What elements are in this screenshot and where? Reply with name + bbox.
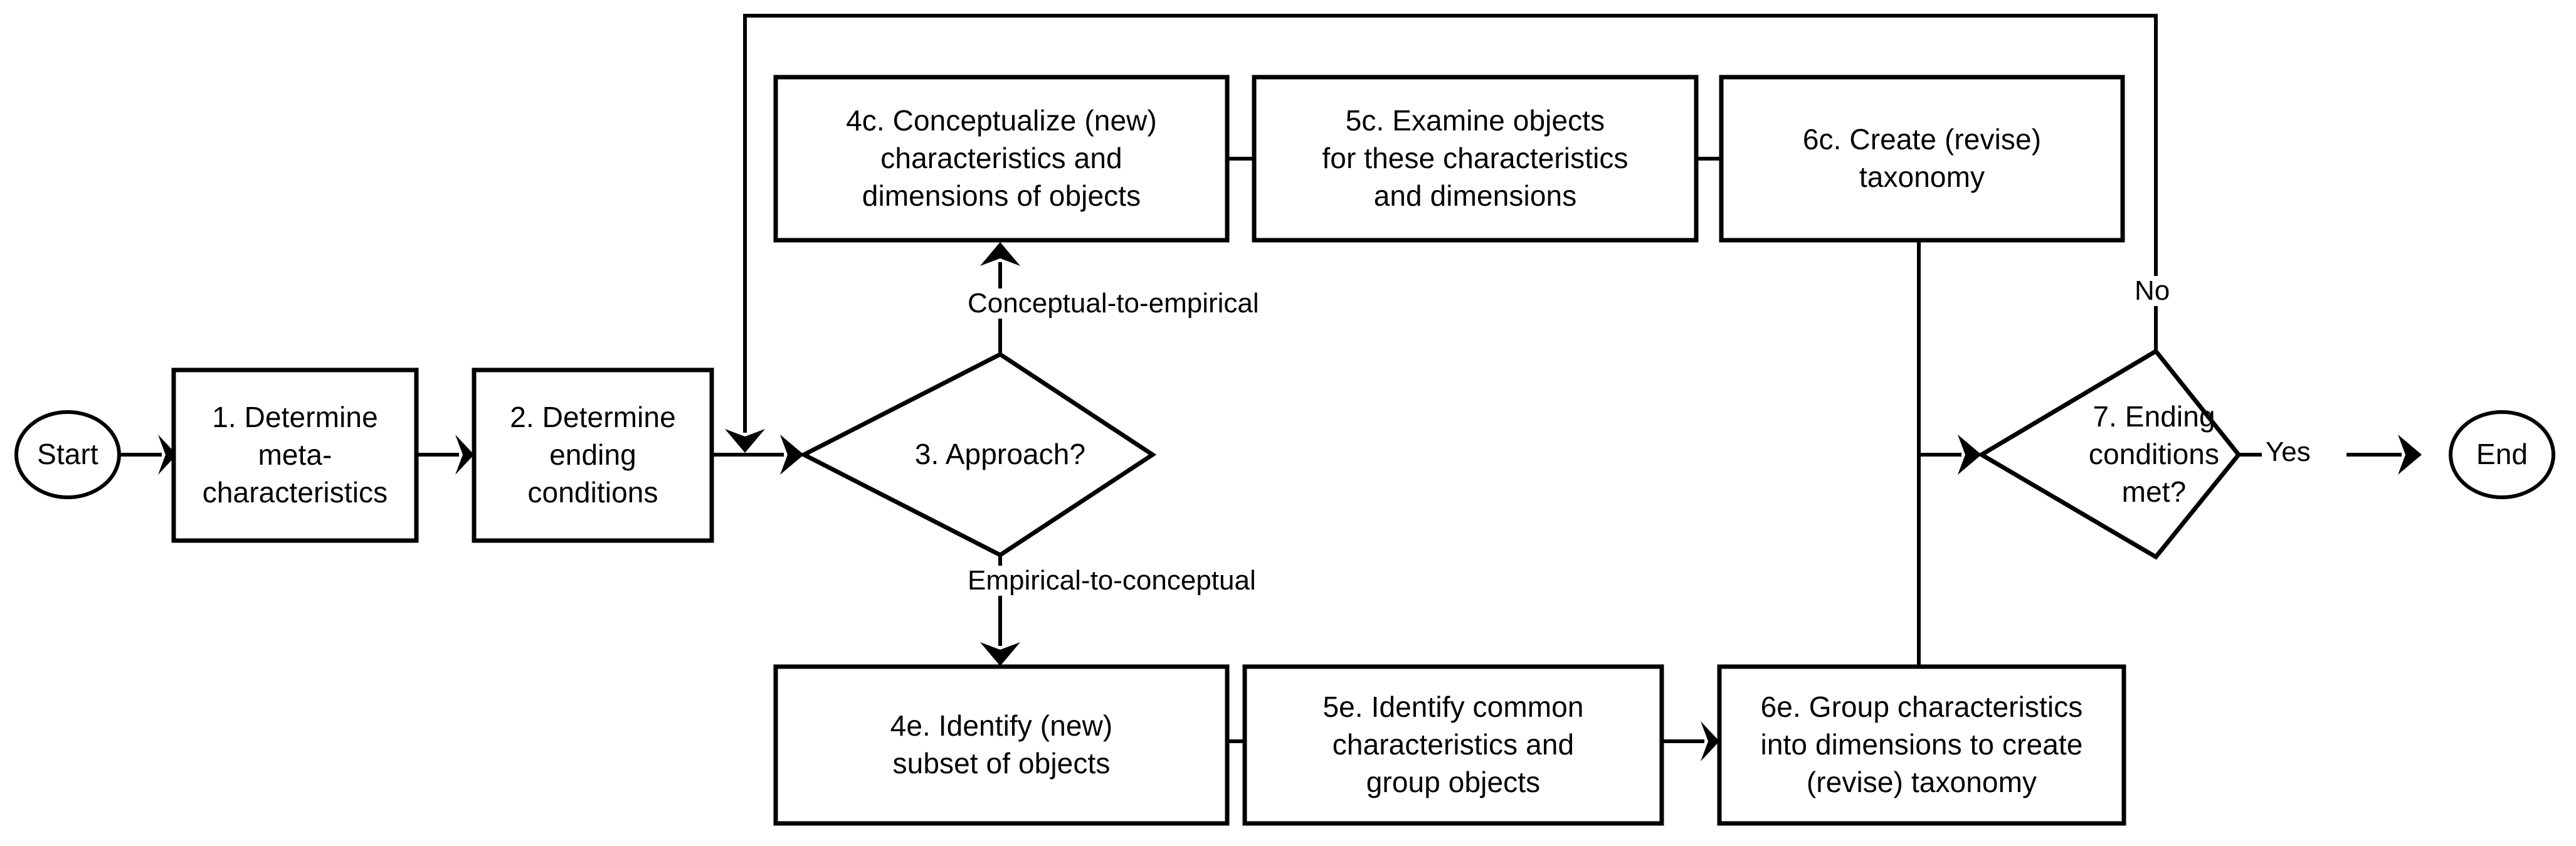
edge-step6c-step6e-to-step7 — [1917, 240, 1982, 667]
node-step5c[interactable] — [1252, 75, 1699, 243]
node-step4e[interactable] — [773, 664, 1230, 826]
edge-start-to-step1 — [119, 435, 177, 475]
node-step4c[interactable] — [773, 75, 1230, 243]
edge-step2-to-step3 — [712, 435, 804, 475]
node-step6c[interactable] — [1719, 75, 2125, 243]
edge-label-yes: Yes — [2262, 436, 2315, 468]
edge-label-no: No — [2131, 275, 2174, 307]
node-step6e[interactable] — [1717, 664, 2126, 826]
edge-step7-to-step3-no — [725, 14, 2158, 453]
node-step5e[interactable] — [1242, 664, 1664, 826]
edge-label-empirical-to-conceptual: Empirical-to-conceptual — [964, 565, 1260, 596]
node-step3[interactable] — [799, 351, 1157, 558]
node-step2[interactable] — [472, 367, 714, 543]
edge-label-conceptual-to-empirical: Conceptual-to-empirical — [964, 288, 1263, 319]
node-start[interactable] — [14, 410, 121, 499]
node-step1[interactable] — [171, 367, 419, 543]
edge-step1-to-step2 — [416, 435, 474, 475]
edge-step7-to-end-yes — [2239, 435, 2422, 475]
node-step7[interactable] — [1977, 348, 2242, 560]
edge-step5e-to-step6e — [1662, 721, 1719, 761]
node-end[interactable] — [2449, 410, 2555, 499]
